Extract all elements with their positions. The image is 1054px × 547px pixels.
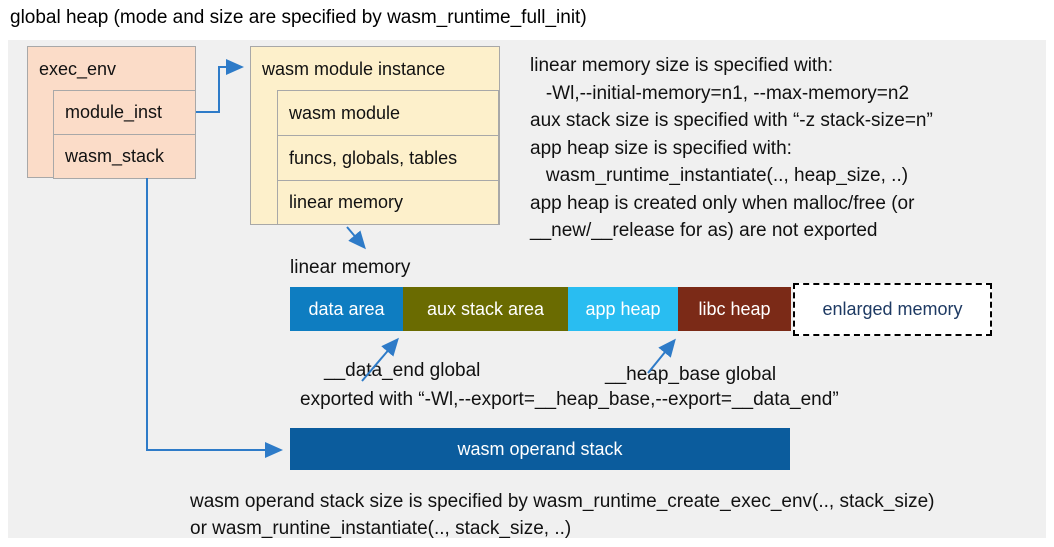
notes-block: linear memory size is specified with: -W… [530,52,933,245]
segment-enlarged-memory: enlarged memory [793,283,992,336]
segment-label: aux stack area [426,298,545,319]
note-line: wasm_runtime_instantiate(.., heap_size, … [530,165,909,186]
module-instance-box: wasm module instance wasm module funcs, … [250,46,500,225]
linear-memory-label: linear memory [290,257,411,278]
segment-label: data area [308,298,385,319]
segment-label: app heap [585,298,661,319]
note-line: app heap is created only when malloc/fre… [530,192,915,214]
heap-base-global-label: __heap_base global [605,364,777,385]
module-instance-label: wasm module instance [262,58,446,79]
exec-env-label: exec_env [39,58,117,79]
note-line: __new/__release for as) are not exported [530,220,878,241]
segment-libc-heap: libc heap [678,287,791,331]
segment-label: enlarged memory [822,299,963,319]
diagram-title: global heap (mode and size are specified… [10,7,587,28]
footer-line2: or wasm_runtine_instantiate(.., stack_si… [190,518,572,539]
exec-env-box: exec_env module_inst wasm_stack [27,46,196,179]
data-end-global-label: __data_end global [324,360,481,381]
wasm-operand-stack-label: wasm operand stack [457,438,623,459]
linear-memory-box: linear memory [277,180,499,225]
module-inst-box: module_inst [53,90,196,135]
segment-app-heap: app heap [568,287,678,331]
exported-with-label: exported with “-Wl,--export=__heap_base,… [300,389,839,410]
wasm-module-box: wasm module [277,90,499,136]
funcs-globals-tables-box: funcs, globals, tables [277,135,499,181]
note-line: linear memory size is specified with: [530,55,834,76]
note-line: app heap size is specified with: [530,137,792,159]
footer-text: wasm operand stack size is specified by … [190,488,935,542]
footer-line1: wasm operand stack size is specified by … [190,491,935,512]
segment-data-area: data area [290,287,403,331]
wasm-operand-stack-bar: wasm operand stack [290,428,790,470]
segment-label: libc heap [698,298,771,319]
note-line: aux stack size is specified with “-z sta… [530,110,933,131]
note-line: -Wl,--initial-memory=n1, --max-memory=n2 [530,82,910,104]
segment-aux-stack-area: aux stack area [403,287,568,331]
wasm-stack-box: wasm_stack [53,134,196,179]
